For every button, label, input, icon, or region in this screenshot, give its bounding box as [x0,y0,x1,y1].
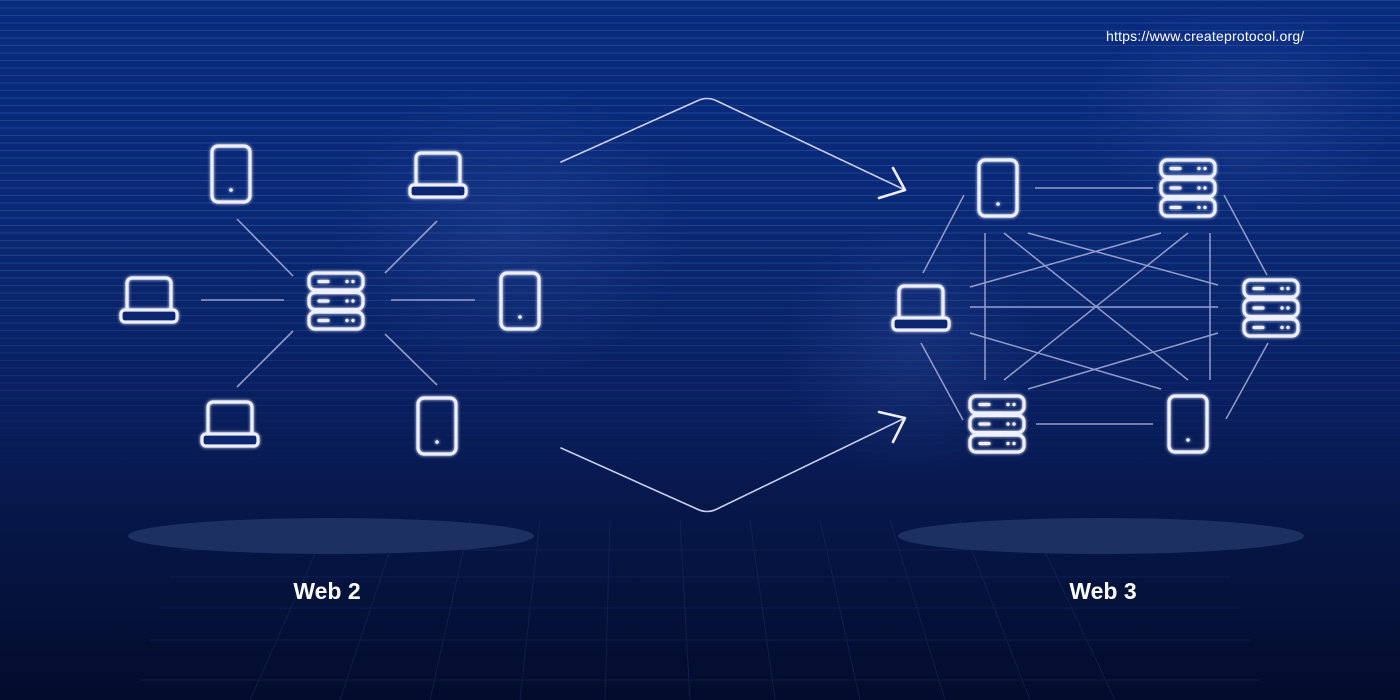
phone-icon [416,396,458,456]
phone-icon [499,271,541,331]
web2-platform [128,518,534,554]
web2-icons [119,144,541,456]
transition-arrows [560,97,907,513]
web3-platform [898,518,1304,554]
arrow-top [560,97,906,191]
web2-connectors [201,218,475,388]
phone-icon [977,158,1019,218]
laptop-icon [119,276,179,324]
laptop-icon [200,400,260,448]
laptop-icon [891,284,951,332]
source-url: https://www.createprotocol.org/ [1106,28,1305,44]
phone-icon [210,144,252,204]
web2-label: Web 2 [293,578,361,604]
web3-label: Web 3 [1069,578,1137,604]
server-icon [968,394,1026,454]
web3-connectors [920,187,1269,425]
arrow-bottom [560,417,906,513]
arrowhead-top [877,166,907,200]
server-icon [1159,158,1217,218]
server-icon [1242,278,1300,338]
server-icon [307,271,365,331]
arrowhead-bottom [877,410,907,444]
laptop-icon [408,151,468,199]
phone-icon [1167,394,1209,454]
